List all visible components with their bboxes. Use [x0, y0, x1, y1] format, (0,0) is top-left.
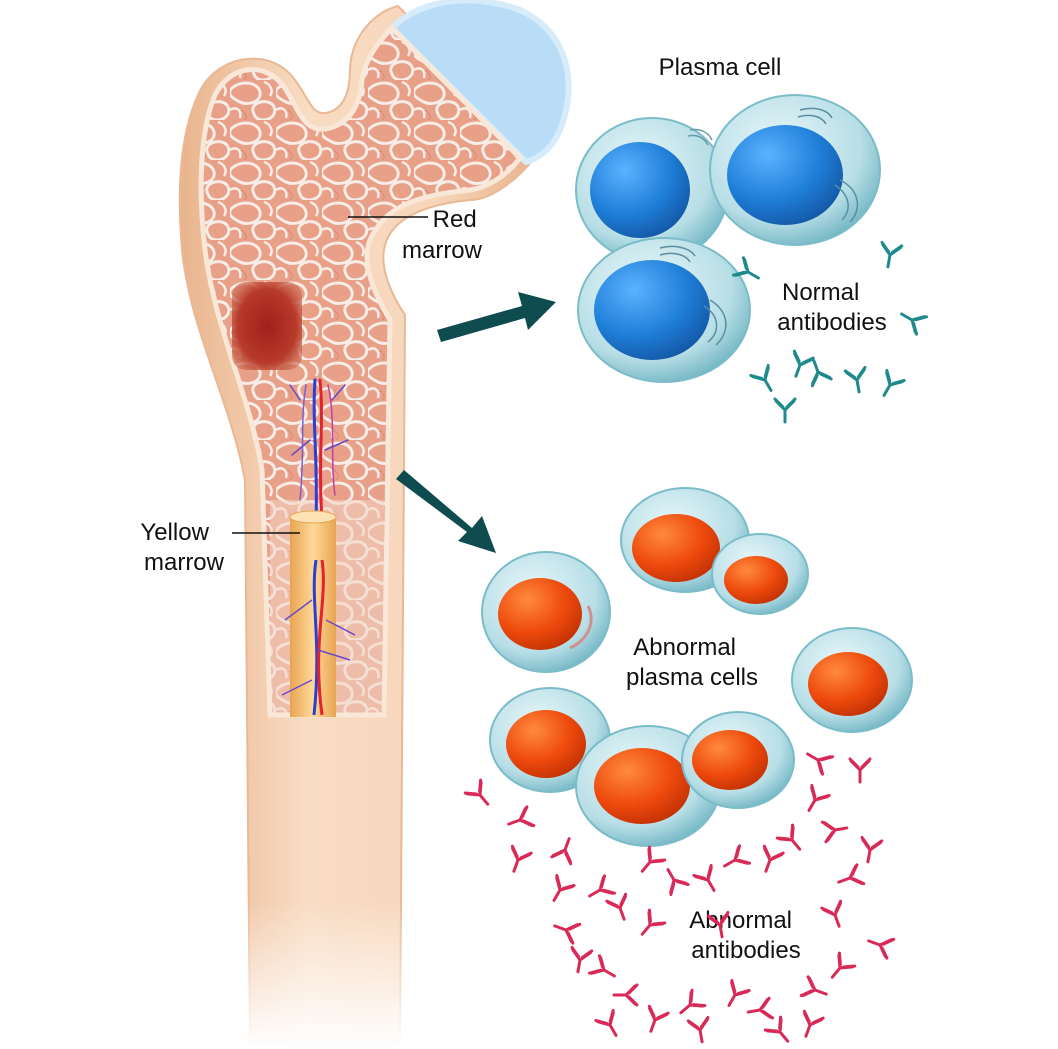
abnormal-antibody — [744, 996, 775, 1024]
normal-plasma-cells — [575, 94, 881, 383]
normal-antibody — [876, 240, 904, 271]
yellow-marrow-label: Yellow marrow — [140, 519, 224, 576]
abnormal-plasma-cell — [791, 627, 913, 733]
abnormal-antibody — [633, 845, 667, 880]
abnormal-antibody — [587, 954, 621, 987]
abnormal-antibody — [639, 1004, 670, 1037]
abnormal-plasma-cell — [711, 533, 809, 615]
abnormal-antibody — [794, 1009, 825, 1042]
abnormal-antibody — [820, 899, 851, 932]
plasma-cell — [709, 94, 881, 246]
red-marrow-label: Red marrow — [402, 206, 483, 264]
femur-bone — [178, 0, 572, 1049]
yellow-marrow-cylinder — [281, 510, 356, 717]
abnormal-antibody — [502, 844, 533, 877]
abnormal-antibody — [657, 863, 690, 897]
abnormal-plasma-cells-label: Abnormal plasma cells — [626, 634, 758, 691]
plasma-cell — [577, 237, 751, 383]
abnormal-antibody — [692, 863, 725, 897]
abnormal-antibody — [820, 816, 851, 844]
abnormal-antibody — [856, 835, 884, 866]
abnormal-antibody — [503, 805, 536, 836]
abnormal-antibody — [550, 833, 581, 866]
normal-antibody — [895, 303, 929, 336]
normal-antibody — [843, 365, 871, 396]
abnormal-plasma-cell — [481, 551, 611, 673]
normal-antibody — [873, 368, 906, 402]
normal-antibody — [773, 397, 797, 424]
arrow-icon — [437, 292, 556, 342]
abnormal-antibody — [672, 988, 707, 1022]
abnormal-antibody — [594, 1008, 627, 1042]
abnormal-antibody — [763, 1015, 797, 1049]
abnormal-antibody — [863, 929, 896, 960]
plasma-cell-label: Plasma cell — [659, 54, 782, 81]
abnormal-antibody — [633, 908, 667, 943]
normal-antibody — [784, 349, 815, 382]
blood-vessels — [289, 378, 349, 522]
red-marrow-lesion — [232, 282, 302, 370]
arrow-icon — [396, 470, 496, 553]
spongy-bone — [201, 28, 520, 715]
abnormal-antibody — [801, 743, 835, 776]
cartilage-cap — [387, 0, 572, 166]
abnormal-antibody — [718, 844, 752, 877]
abnormal-antibody — [463, 778, 497, 813]
abnormal-antibody — [583, 874, 617, 907]
abnormal-antibody — [754, 844, 785, 877]
normal-antibody — [749, 363, 782, 397]
abnormal-antibody — [823, 951, 857, 986]
abnormal-plasma-cells — [481, 487, 913, 847]
abnormal-antibody — [686, 1015, 714, 1046]
abnormal-antibody — [566, 945, 594, 976]
abnormal-antibody — [605, 892, 636, 925]
abnormal-antibody — [718, 978, 751, 1012]
abnormal-antibody — [612, 983, 639, 1007]
abnormal-plasma-cell — [681, 711, 795, 809]
abnormal-antibody — [848, 757, 872, 784]
normal-antibodies-label: Normal antibodies — [777, 279, 886, 336]
abnormal-antibodies-label: Abnormal antibodies — [689, 907, 800, 964]
abnormal-antibody — [799, 975, 832, 1006]
abnormal-antibody — [543, 873, 576, 907]
abnormal-antibody — [833, 863, 866, 894]
abnormal-antibody — [775, 823, 809, 858]
abnormal-antibody — [798, 783, 831, 817]
abnormal-antibody — [549, 914, 582, 945]
